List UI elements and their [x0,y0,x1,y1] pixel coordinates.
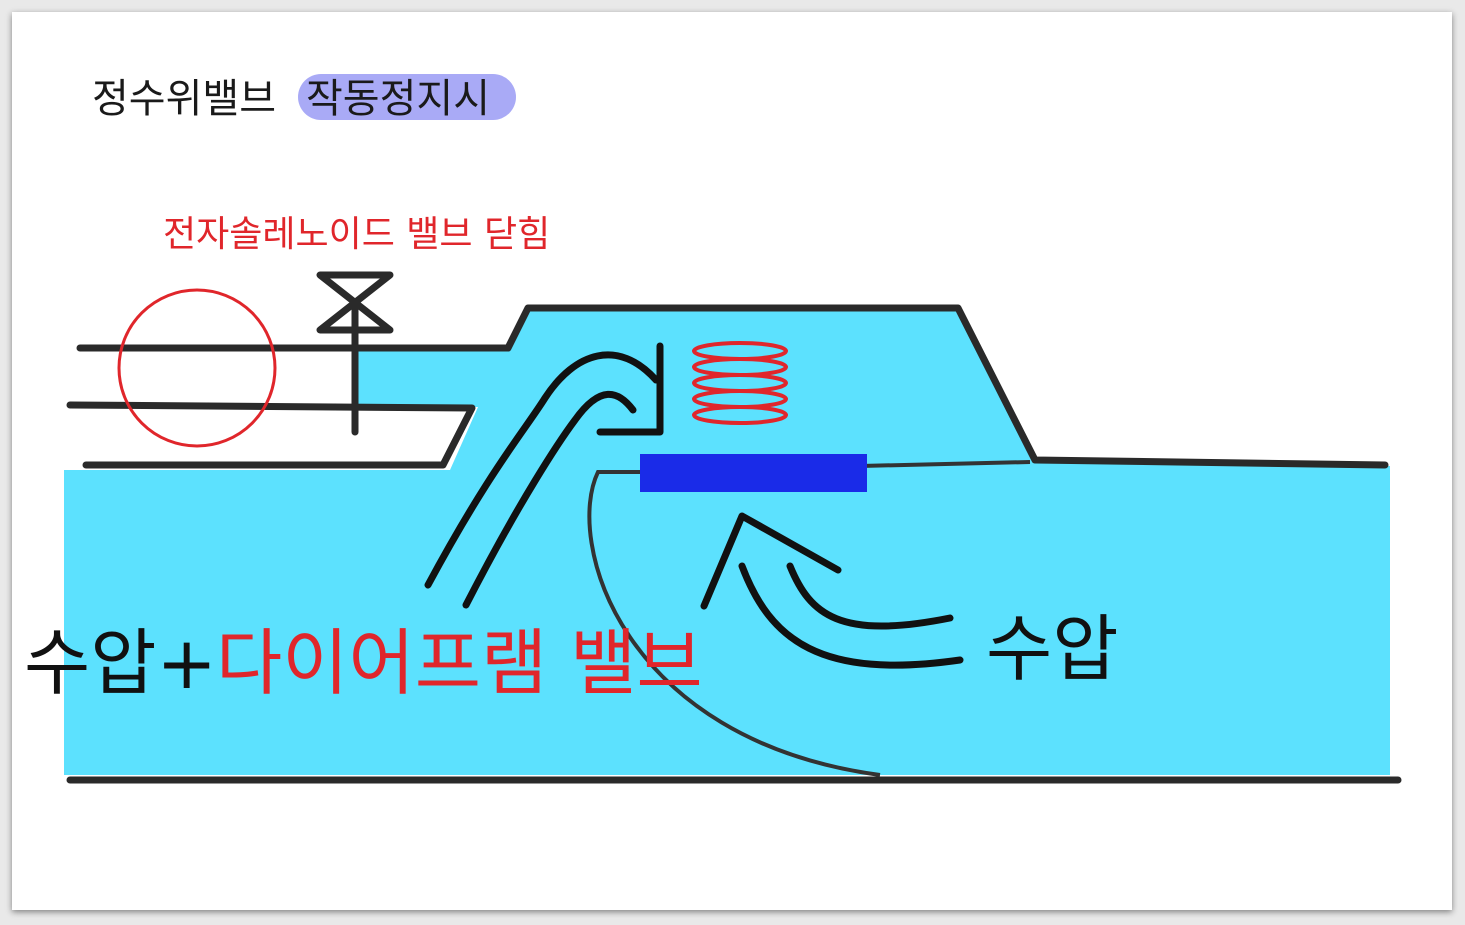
right-flow-arrows [700,512,964,669]
title-main: 정수위밸브 [92,76,276,122]
diaphragm-right-arm [859,460,1031,468]
pipe-walls [66,304,1402,784]
diaphragm-seat-curve [587,470,881,777]
highlight-circle [117,288,277,448]
diaphragm-plate [640,454,867,492]
title-highlight-text: 작동정지시 [306,76,490,122]
diaphragm-label: 다이어프램 밸브 [216,621,703,705]
spring-icon [692,341,788,425]
right-pressure-label: 수압 [986,607,1118,691]
left-pressure-label: 수압+ [24,621,217,705]
solenoid-valve-icon [316,271,394,436]
title-highlight [298,74,516,120]
solenoid-label: 전자솔레노이드 밸브 닫힘 [163,214,550,255]
water-body [64,308,1390,775]
left-flow-arrows [424,342,664,609]
